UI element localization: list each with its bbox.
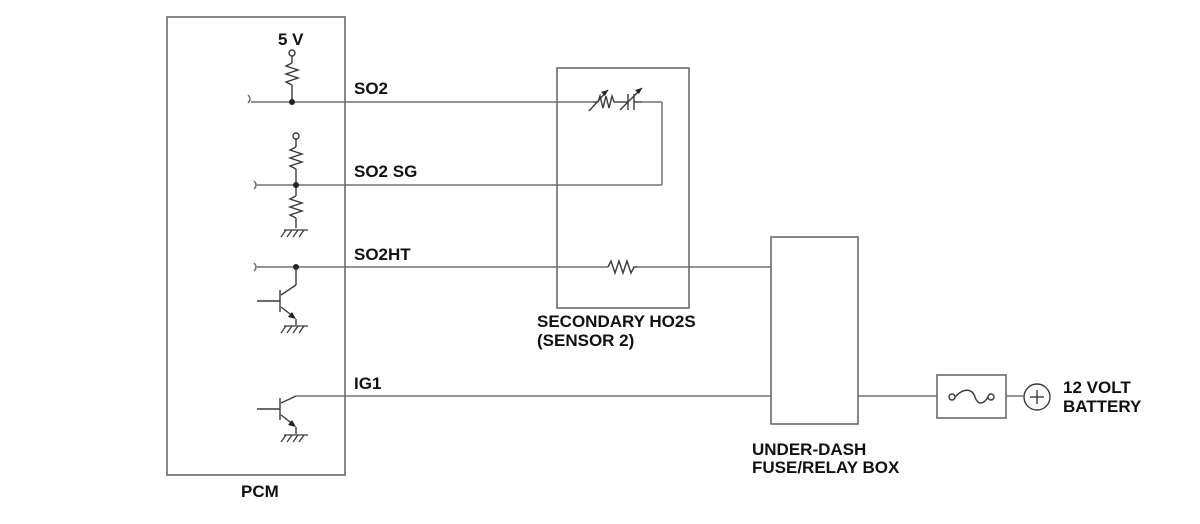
heater-resistor-icon [607, 258, 637, 276]
battery-plus-icon [1023, 383, 1051, 411]
ig1-label: IG1 [354, 374, 381, 393]
sensor-label-line2: (SENSOR 2) [537, 331, 634, 350]
so2-sg-upper-resistor-icon [287, 132, 305, 185]
transistor-icon [257, 267, 308, 334]
so2-sg-label: SO2 SG [354, 162, 417, 181]
under-dash-fuse-relay-box [770, 236, 859, 425]
so2ht-label: SO2HT [354, 245, 411, 264]
so2-sg-lower-resistor-icon [287, 185, 305, 228]
battery-label-line1: 12 VOLT [1063, 378, 1131, 397]
fuse-icon [936, 374, 1007, 419]
sensor-label-line1: SECONDARY HO2S [537, 312, 696, 331]
fusebox-label-line1: UNDER-DASH [752, 440, 866, 459]
fusebox-label-line2: FUSE/RELAY BOX [752, 458, 900, 477]
sensor-element-icon [619, 87, 643, 111]
so2-label: SO2 [354, 79, 388, 98]
battery-label-line2: BATTERY [1063, 397, 1142, 416]
variable-resistor-icon [588, 89, 622, 112]
pcm-box [166, 16, 346, 476]
so2-sg-wire [253, 180, 662, 190]
so2-junction-dot [289, 99, 295, 105]
supply-5v-label: 5 V [278, 30, 304, 49]
secondary-ho2s-box [556, 67, 690, 309]
pcm-label: PCM [241, 482, 279, 501]
so2-sg-junction-dot [293, 182, 299, 188]
pullup-resistor-icon [283, 49, 301, 102]
so2ht-wire [253, 262, 771, 272]
so2-wire [247, 94, 663, 185]
ground-icon [280, 229, 308, 238]
ig1-transistor-icon [257, 395, 308, 443]
